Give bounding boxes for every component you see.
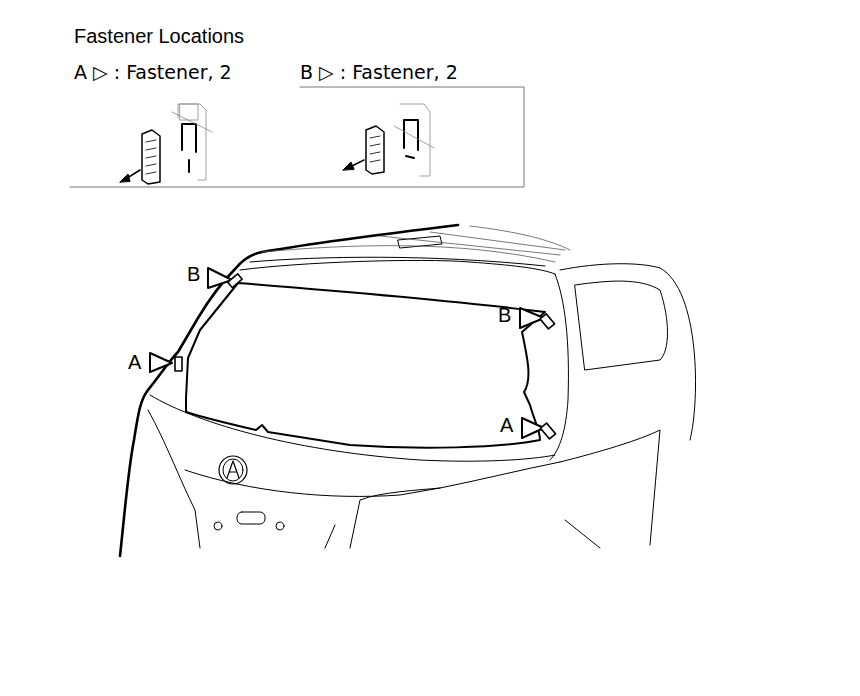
lock bbox=[214, 522, 222, 530]
camera bbox=[276, 522, 284, 530]
hole-detail bbox=[180, 104, 198, 120]
handle bbox=[237, 512, 265, 524]
emblem-ring bbox=[223, 459, 243, 481]
clip-hatching bbox=[146, 140, 156, 174]
legend-entry: B ▷ : Fastener, 2 bbox=[300, 60, 458, 84]
fastener-mark bbox=[540, 314, 554, 329]
emblem bbox=[219, 456, 247, 484]
fastener-mark bbox=[175, 357, 182, 371]
side-body bbox=[560, 264, 696, 440]
callout-letter: B bbox=[498, 303, 511, 327]
panel-detail bbox=[172, 104, 212, 180]
clip-detail bbox=[366, 126, 384, 174]
fastener-mark bbox=[228, 274, 242, 288]
callout-letter: A bbox=[500, 413, 513, 437]
roof-line bbox=[262, 226, 570, 262]
arrow-head bbox=[343, 162, 354, 170]
bracket-detail bbox=[404, 120, 418, 158]
arrow-head bbox=[120, 174, 130, 182]
side-window bbox=[575, 281, 668, 370]
callout-triangle bbox=[150, 353, 172, 372]
title: Fastener Locations bbox=[74, 24, 244, 48]
panel-detail bbox=[394, 104, 434, 176]
clip-hatching bbox=[370, 136, 380, 162]
callout-triangle bbox=[208, 268, 232, 288]
spoiler-ridge bbox=[250, 257, 545, 266]
tailgate-line bbox=[150, 395, 555, 461]
clip-detail bbox=[142, 130, 160, 184]
legend-entry: A ▷ : Fastener, 2 bbox=[74, 60, 232, 84]
emblem-mark bbox=[227, 461, 239, 478]
callout-letter: B bbox=[187, 262, 200, 286]
body-outline bbox=[120, 225, 458, 556]
window-opening bbox=[186, 283, 545, 448]
tailgate-side bbox=[148, 410, 200, 548]
legend-frame bbox=[70, 87, 524, 187]
tailgate-crease bbox=[185, 462, 560, 496]
fastener-mark bbox=[540, 423, 555, 439]
bracket-detail bbox=[182, 124, 196, 172]
bumper-line bbox=[325, 430, 660, 548]
callout-letter: A bbox=[128, 350, 141, 374]
